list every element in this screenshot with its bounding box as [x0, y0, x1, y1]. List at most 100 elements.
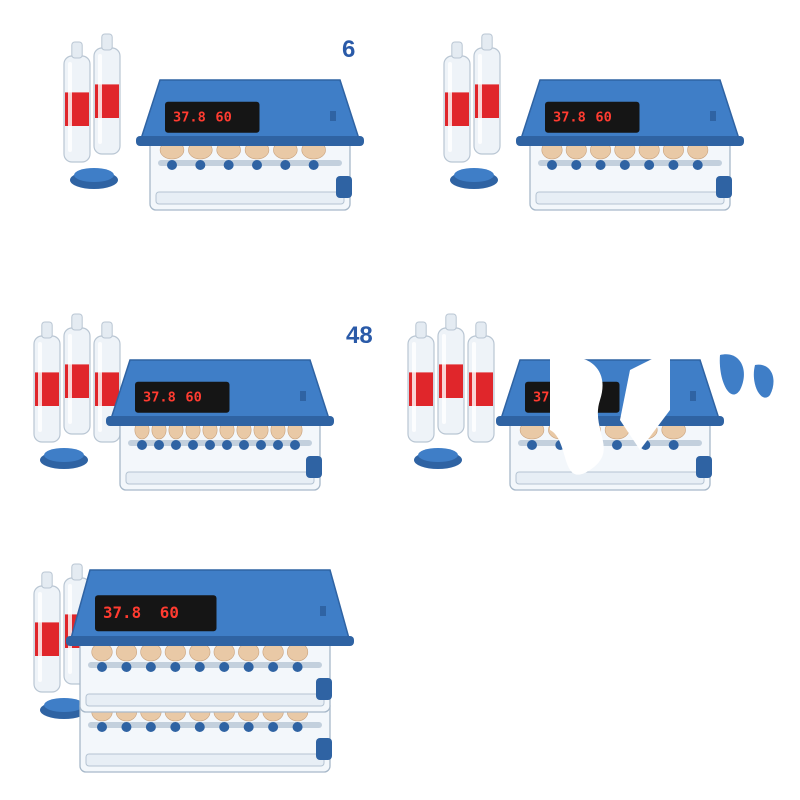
- bottle-cap: [445, 313, 457, 331]
- roller-cap: [668, 160, 679, 170]
- bottle-highlight: [38, 342, 42, 432]
- bottle-highlight: [472, 342, 476, 432]
- water-tray-top: [44, 698, 84, 712]
- control-panel: [95, 595, 217, 632]
- roller-cap: [194, 662, 205, 672]
- side-vent: [710, 111, 716, 121]
- incubator-product-image-1: 37.8 60: [40, 20, 420, 260]
- roller-cap: [292, 662, 303, 672]
- temperature-readout: 37.8: [103, 603, 141, 622]
- image-cutout: [620, 350, 670, 450]
- roller-cap: [280, 160, 291, 170]
- roller-cap: [252, 160, 262, 170]
- roller-cap: [97, 662, 107, 672]
- image-cutout: [550, 356, 604, 475]
- roller-cap: [222, 440, 232, 450]
- bottle-highlight: [68, 584, 72, 674]
- turning-motor: [316, 678, 332, 700]
- control-panel: [135, 381, 230, 413]
- turning-motor: [316, 738, 332, 760]
- roller-cap: [121, 722, 132, 732]
- bottle-cap: [41, 321, 53, 339]
- roller-cap: [194, 722, 205, 732]
- turning-motor: [306, 456, 322, 478]
- humidity-readout: 60: [215, 110, 231, 126]
- temperature-readout: 37.8: [173, 110, 206, 126]
- capacity-label-6: 6: [342, 36, 356, 63]
- bottle-highlight: [448, 62, 452, 152]
- roller-cap: [154, 440, 164, 450]
- turning-motor: [716, 176, 732, 198]
- roller-cap: [668, 440, 679, 450]
- roller-cap: [195, 160, 206, 170]
- capacity-label-48: 48: [346, 322, 373, 349]
- roller-cap: [273, 440, 283, 450]
- bottle-cap: [451, 41, 463, 59]
- lid-rim: [516, 136, 744, 146]
- bottle-cap: [481, 33, 493, 51]
- roller-cap: [145, 662, 156, 672]
- roller-cap: [290, 440, 300, 450]
- roller-cap: [243, 662, 254, 672]
- side-vent: [690, 391, 696, 401]
- bottle-highlight: [68, 334, 72, 424]
- bottle-cap: [71, 313, 83, 331]
- roller-cap: [692, 160, 703, 170]
- control-panel: [165, 101, 260, 133]
- roller-cap: [527, 440, 537, 450]
- bottle-highlight: [412, 342, 416, 432]
- turning-motor: [696, 456, 712, 478]
- roller-cap: [644, 160, 655, 170]
- lid-rim: [136, 136, 364, 146]
- lid-rim: [106, 416, 334, 426]
- water-tray-top: [44, 448, 84, 462]
- lid-rim: [66, 636, 354, 646]
- roller-cap: [308, 160, 319, 170]
- roller-cap: [167, 160, 177, 170]
- bottle-highlight: [442, 334, 446, 424]
- water-tray-top: [418, 448, 458, 462]
- water-drawer: [85, 753, 325, 767]
- roller-cap: [170, 722, 181, 732]
- bottle-cap: [71, 41, 83, 59]
- water-drawer: [515, 471, 705, 485]
- turning-motor: [336, 176, 352, 198]
- bottle-highlight: [68, 62, 72, 152]
- roller-cap: [619, 160, 630, 170]
- bottle-cap: [475, 321, 487, 339]
- side-vent: [330, 111, 336, 121]
- roller-cap: [223, 160, 234, 170]
- temperature-readout: 37.8: [553, 110, 586, 126]
- roller-cap: [145, 722, 156, 732]
- roller-cap: [547, 160, 557, 170]
- water-drawer: [535, 191, 725, 205]
- roller-cap: [256, 440, 266, 450]
- water-drawer: [125, 471, 315, 485]
- roller-cap: [219, 662, 230, 672]
- humidity-readout: 60: [185, 390, 201, 406]
- lid-rim: [496, 416, 724, 426]
- water-tray-top: [454, 168, 494, 182]
- bottle-highlight: [38, 592, 42, 682]
- roller-cap: [239, 440, 249, 450]
- roller-cap: [571, 160, 582, 170]
- bottle-highlight: [98, 54, 102, 144]
- lid-fragment: [753, 364, 774, 398]
- temperature-readout: 37.8: [143, 390, 176, 406]
- roller-cap: [170, 662, 181, 672]
- roller-cap: [205, 440, 215, 450]
- roller-cap: [171, 440, 181, 450]
- water-tray-top: [74, 168, 114, 182]
- roller-cap: [137, 440, 147, 450]
- bottle-cap: [101, 321, 113, 339]
- humidity-readout: 60: [595, 110, 611, 126]
- roller-cap: [243, 722, 254, 732]
- side-vent: [300, 391, 306, 401]
- lid-fragment: [719, 354, 744, 395]
- humidity-readout: 60: [160, 603, 179, 622]
- bottle-highlight: [98, 342, 102, 432]
- roller-cap: [121, 662, 132, 672]
- bottle-highlight: [478, 54, 482, 144]
- roller-cap: [268, 662, 279, 672]
- control-panel: [545, 101, 640, 133]
